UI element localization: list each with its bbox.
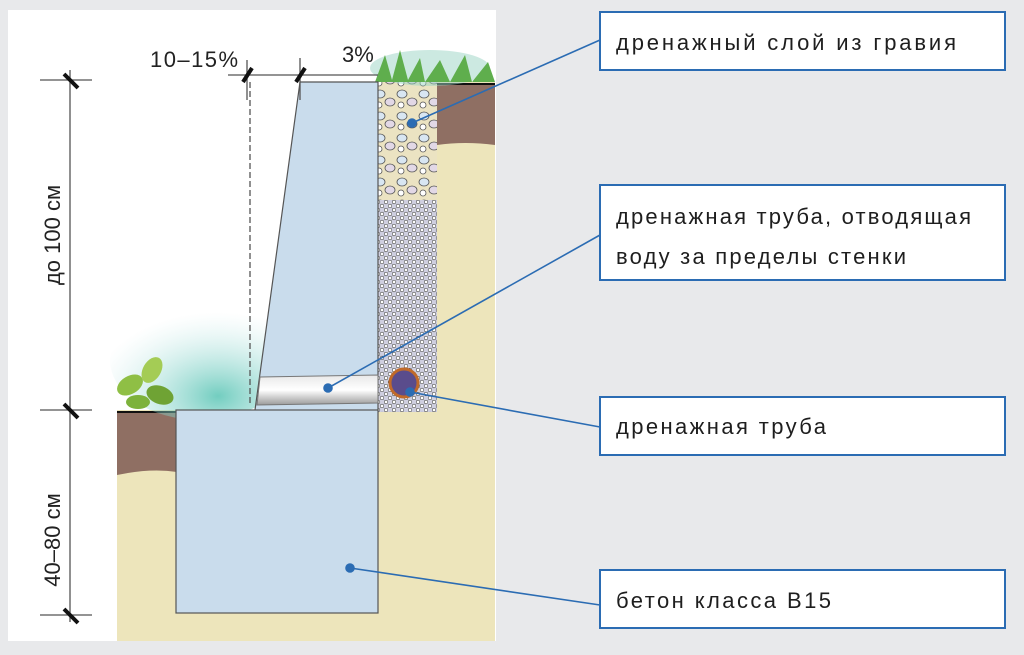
slope-front-label: 10–15% <box>150 47 238 72</box>
callout-concrete: бетон класса B15 <box>599 569 1006 629</box>
slope-top-label: 3% <box>342 42 374 67</box>
topsoil-front <box>117 412 177 475</box>
callout-through-pipe: дренажная труба, отводящая воду за преде… <box>599 184 1006 281</box>
callout-concrete-text: бетон класса B15 <box>616 588 831 613</box>
through-pipe <box>256 374 379 406</box>
height-top-label: до 100 см <box>40 185 65 285</box>
gravel-coarse <box>378 82 437 202</box>
grass-icon <box>370 50 495 86</box>
plant-icon <box>117 357 174 409</box>
callout-gravel: дренажный слой из гравия <box>599 11 1006 71</box>
callout-drain-pipe-text: дренажная труба <box>616 414 827 439</box>
dimension-ticks <box>62 66 307 625</box>
callout-through-pipe-line2: воду за пределы стенки <box>616 244 906 269</box>
callout-through-pipe-line1: дренажная труба, отводящая <box>616 204 971 229</box>
leader-lines <box>323 39 601 606</box>
wall-foundation <box>175 409 379 614</box>
topsoil-back <box>437 84 495 145</box>
dimension-lines <box>40 58 378 622</box>
callout-drain-pipe: дренажная труба <box>599 396 1006 456</box>
height-bottom-label: 40–80 см <box>40 493 65 586</box>
callout-gravel-text: дренажный слой из гравия <box>616 30 956 55</box>
